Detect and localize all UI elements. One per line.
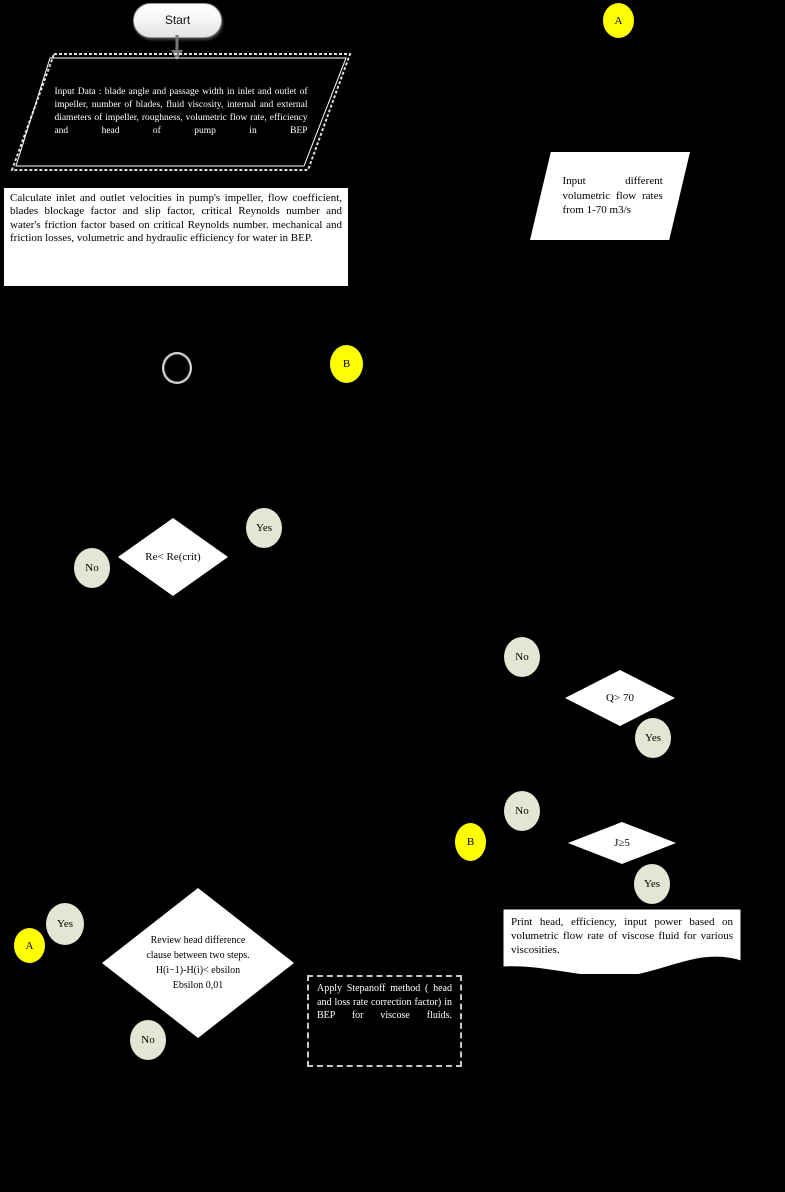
connector-a-lower-label: A — [25, 939, 34, 952]
connector-j5-yes-label: Yes — [643, 878, 660, 890]
calculate-process-box[interactable]: Calculate inlet and outlet velocities in… — [3, 187, 349, 287]
decision-re-crit[interactable]: Re< Re(crit) — [118, 518, 228, 596]
print-document-block[interactable]: Print head, efficiency, input power base… — [503, 909, 741, 974]
connector-recrit-no[interactable]: No — [74, 548, 110, 588]
input-data-text-wrap: Input Data : blade angle and passage wid… — [10, 52, 352, 172]
decision-q-gt-70[interactable]: Q> 70 — [565, 670, 675, 726]
connector-a-top[interactable]: A — [603, 3, 634, 38]
head-diff-line-2: clause between two steps. — [146, 950, 250, 961]
connector-a-top-label: A — [614, 14, 623, 27]
connector-a-lower[interactable]: A — [14, 928, 45, 963]
connector-headdiff-yes[interactable]: Yes — [46, 903, 84, 945]
start-terminator[interactable]: Start — [133, 3, 222, 38]
input-data-parallelogram[interactable]: Input Data : blade angle and passage wid… — [10, 52, 352, 172]
input-flow-rates-text: Input different volumetric flow rates fr… — [562, 174, 663, 217]
connector-j5-yes[interactable]: Yes — [634, 864, 670, 904]
head-diff-line-3: H(i−1)-H(i)< ebsilon — [155, 965, 241, 976]
connector-b-lower[interactable]: B — [455, 823, 486, 861]
input-flow-rates-parallelogram[interactable]: Input different volumetric flow rates fr… — [530, 152, 690, 240]
decision-head-difference[interactable]: Review head difference clause between tw… — [102, 888, 294, 1038]
decision-head-difference-text: Review head difference clause between tw… — [102, 888, 294, 1038]
connector-q70-no[interactable]: No — [504, 637, 540, 677]
decision-j-ge-5-label: J≥5 — [614, 836, 630, 849]
connector-b-mid[interactable]: B — [330, 345, 363, 383]
connector-recrit-yes-label: Yes — [255, 522, 272, 534]
connector-headdiff-yes-label: Yes — [56, 918, 73, 930]
connector-q70-no-label: No — [515, 651, 529, 663]
apply-stepanoff-box[interactable]: Apply Stepanoff method ( head and loss r… — [307, 975, 462, 1067]
decision-j-ge-5[interactable]: J≥5 — [568, 822, 676, 864]
head-diff-line-4: Ebsilon 0,01 — [172, 980, 224, 991]
connector-j5-no[interactable]: No — [504, 791, 540, 831]
connector-b-mid-label: B — [342, 358, 351, 370]
print-document-text: Print head, efficiency, input power base… — [511, 916, 733, 957]
decision-q-gt-70-label: Q> 70 — [606, 691, 634, 704]
loop-ring-icon — [162, 352, 192, 384]
connector-b-lower-label: B — [466, 836, 475, 848]
connector-headdiff-no[interactable]: No — [130, 1020, 166, 1060]
apply-stepanoff-text: Apply Stepanoff method ( head and loss r… — [317, 983, 452, 1021]
calculate-process-text: Calculate inlet and outlet velocities in… — [10, 192, 342, 245]
head-diff-line-1: Review head difference — [150, 935, 246, 946]
connector-recrit-yes[interactable]: Yes — [246, 508, 282, 548]
connector-headdiff-no-label: No — [141, 1034, 155, 1046]
connector-recrit-no-label: No — [85, 562, 99, 574]
input-flow-rates-text-wrap: Input different volumetric flow rates fr… — [530, 152, 690, 240]
connector-q70-yes-label: Yes — [644, 732, 661, 744]
connector-j5-no-label: No — [515, 805, 529, 817]
input-data-text: Input Data : blade angle and passage wid… — [54, 86, 308, 137]
connector-q70-yes[interactable]: Yes — [635, 718, 671, 758]
decision-re-crit-label: Re< Re(crit) — [145, 550, 201, 563]
start-label: Start — [164, 12, 191, 27]
